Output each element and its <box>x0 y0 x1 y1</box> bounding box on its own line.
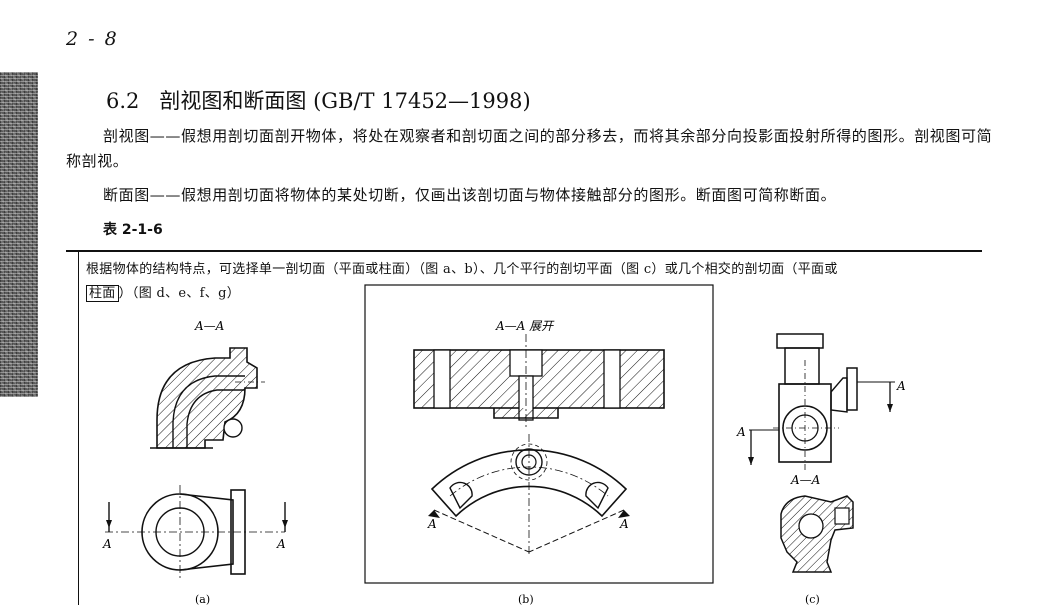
figure-a-section-label: A—A <box>194 319 225 333</box>
figure-b: A—A 展开 A A (b) <box>364 284 714 605</box>
table-label: 表 2-1-6 <box>103 222 163 238</box>
elbow-section-drawing <box>150 347 265 449</box>
figure-a-cut-label-left: A <box>102 537 112 551</box>
page-number: 2 - 8 <box>66 28 119 50</box>
elbow-top-view-drawing <box>105 485 288 580</box>
figure-c: A A A—A (c) <box>736 333 906 605</box>
figure-c-cut-label-left: A <box>736 425 746 439</box>
paragraph-section-view: 剖视图——假想用剖切面剖开物体，将处在观察者和剖切面之间的部分移去，而将其余部分… <box>66 127 993 170</box>
cell-text-after: ）（图 d、e、f、g） <box>118 286 240 301</box>
paragraph-sectional-view: 断面图——假想用剖切面将物体的某处切断，仅画出该剖切面与物体接触部分的图形。断面… <box>103 186 837 204</box>
figure-b-cut-label-left: A <box>427 517 437 531</box>
cell-text-before: 根据物体的结构特点，可选择单一剖切面（平面或柱面）（图 a、b）、几个平行的剖切… <box>86 262 838 277</box>
table-cell-text: 根据物体的结构特点，可选择单一剖切面（平面或柱面）（图 a、b）、几个平行的剖切… <box>86 258 986 306</box>
figure-a-cut-label-right: A <box>276 537 286 551</box>
figure-c-section-label: A—A <box>790 473 821 487</box>
figure-b-caption: (b) <box>518 593 534 605</box>
figure-b-frame <box>364 284 714 584</box>
section-heading: 6.2 剖视图和断面图 (GB/T 17452—1998) <box>106 85 531 115</box>
valve-section-view <box>780 495 854 573</box>
section-number: 6.2 <box>106 89 140 113</box>
cell-text-boxed: 柱面 <box>86 285 119 302</box>
figure-a: A—A A A (a) <box>102 319 288 605</box>
valve-body-view <box>748 333 895 470</box>
figure-c-caption: (c) <box>805 593 820 605</box>
flange-plan-view <box>428 434 630 554</box>
figure-a-caption: (a) <box>195 593 210 605</box>
table-left-border <box>78 252 79 605</box>
table-top-rule <box>66 250 982 252</box>
scan-edge-artifact <box>0 72 38 397</box>
figure-b-section-label: A—A 展开 <box>495 319 555 333</box>
figure-b-cut-label-right: A <box>619 517 629 531</box>
figure-c-cut-label-right: A <box>896 379 906 393</box>
flange-developed-section <box>413 334 665 429</box>
section-title: 剖视图和断面图 (GB/T 17452—1998) <box>159 89 531 113</box>
